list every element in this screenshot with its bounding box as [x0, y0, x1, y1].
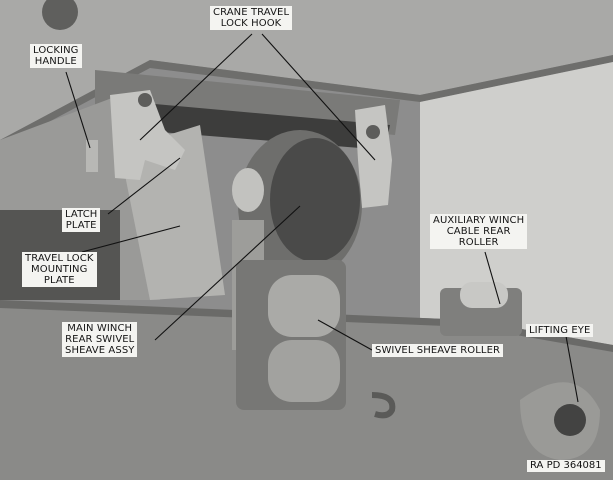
- right-hook-pivot: [366, 125, 380, 139]
- callout-main-winch-rear-swivel-sheave-assy: MAIN WINCH REAR SWIVEL SHEAVE ASSY: [62, 322, 138, 357]
- overhead-bolt: [42, 0, 78, 30]
- figure-reference-number: RA PD 364081: [527, 460, 605, 472]
- lifting-eye-hole: [554, 404, 586, 436]
- sheave-hub: [232, 168, 264, 212]
- leader-main-winch-sheave: [154, 205, 301, 341]
- callout-line: PLATE: [65, 220, 97, 231]
- sheave-groove: [270, 138, 360, 262]
- callout-line: CABLE REAR: [446, 226, 511, 237]
- callout-line: LATCH: [65, 209, 98, 220]
- callout-line: PLATE: [43, 275, 75, 286]
- callout-line: TRAVEL LOCK: [25, 253, 94, 264]
- travel-lock-mounting-plate-shape: [120, 125, 225, 300]
- overhead-panel: [0, 0, 613, 140]
- callout-line: AUXILIARY WINCH: [433, 215, 525, 226]
- callout-line: CRANE TRAVEL: [213, 7, 290, 18]
- leader-crane-hook-right: [261, 33, 376, 161]
- leader-locking-handle: [65, 71, 91, 149]
- locking-handle-shape: [86, 140, 98, 172]
- callout-travel-lock-mounting-plate: TRAVEL LOCK MOUNTING PLATE: [22, 252, 97, 287]
- callout-line: SWIVEL SHEAVE ROLLER: [375, 345, 501, 356]
- callout-auxiliary-winch-cable-rear-roller: AUXILIARY WINCH CABLE REAR ROLLER: [430, 214, 528, 249]
- upper-roller: [268, 275, 340, 337]
- leader-swivel-sheave-roller: [317, 319, 373, 351]
- leader-crane-hook-left: [139, 33, 253, 141]
- left-hook-pivot: [138, 93, 152, 107]
- callout-line: ROLLER: [458, 237, 499, 248]
- right-lock-hook: [355, 105, 392, 208]
- callout-line: HANDLE: [34, 56, 77, 67]
- callout-lifting-eye: LIFTING EYE: [526, 324, 594, 337]
- callout-line: REAR SWIVEL: [65, 334, 135, 345]
- leader-lifting-eye: [565, 335, 579, 403]
- callout-line: LOCKING: [33, 45, 79, 56]
- deck-edge: [0, 300, 613, 352]
- left-lock-hook: [110, 90, 185, 180]
- deck-hook: [371, 392, 396, 419]
- lower-roller: [268, 340, 340, 402]
- callout-line: LOCK HOOK: [220, 18, 282, 29]
- callout-line: SHEAVE ASSY: [65, 345, 135, 356]
- callout-locking-handle: LOCKING HANDLE: [30, 44, 82, 68]
- callout-crane-travel-lock-hook: CRANE TRAVEL LOCK HOOK: [210, 6, 293, 30]
- leader-aux-winch-roller: [484, 251, 501, 305]
- callout-swivel-sheave-roller: SWIVEL SHEAVE ROLLER: [372, 344, 504, 357]
- callout-line: LIFTING EYE: [529, 325, 591, 336]
- leader-latch-plate: [107, 157, 181, 215]
- leader-travel-lock-mounting-plate: [81, 225, 181, 253]
- crane-beam: [95, 70, 400, 135]
- callout-latch-plate: LATCH PLATE: [62, 208, 101, 232]
- callout-line: MAIN WINCH: [67, 323, 133, 334]
- callout-line: MOUNTING: [31, 264, 88, 275]
